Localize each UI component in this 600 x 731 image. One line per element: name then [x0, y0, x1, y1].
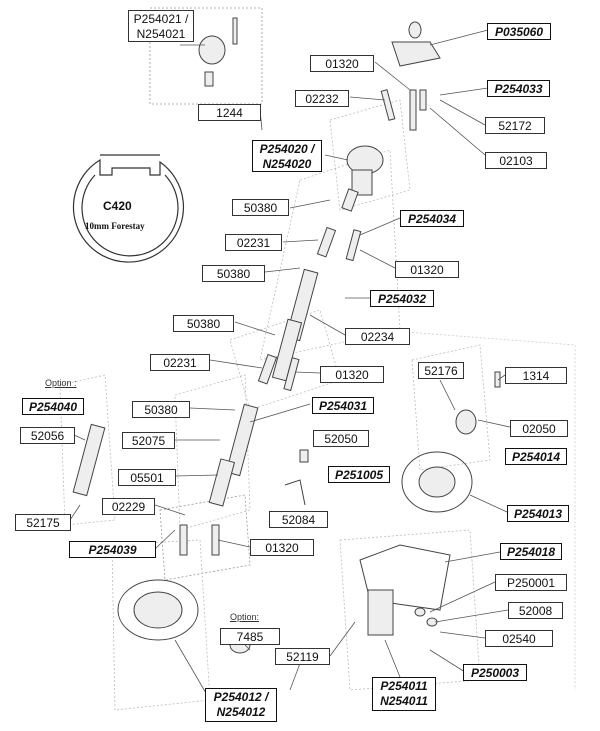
label-02540: 02540: [485, 630, 553, 647]
label-52176: 52176: [418, 362, 464, 379]
label-52119: 52119: [275, 648, 330, 665]
label-p250003: P250003: [463, 664, 527, 681]
label-p254020: P254020 / N254020: [252, 140, 322, 172]
label-p254013: P254013: [507, 505, 569, 522]
label-52056: 52056: [20, 427, 75, 444]
label-52084: 52084: [269, 511, 328, 528]
option-label-bottom: Option:: [230, 612, 260, 622]
label-50380-c: 50380: [173, 315, 234, 332]
c420-title: C420: [103, 199, 132, 213]
label-7485: 7485: [220, 628, 280, 645]
label-p035060: P035060: [487, 23, 551, 40]
label-01320-b: 01320: [395, 261, 459, 278]
label-p254031: P254031: [312, 397, 374, 414]
label-52050: 52050: [313, 430, 369, 447]
label-p254014: P254014: [505, 448, 567, 465]
label-02232: 02232: [295, 90, 349, 107]
label-50380-a: 50380: [232, 199, 289, 216]
label-p254021: P254021 / N254021: [128, 10, 194, 42]
label-p254040: P254040: [22, 398, 84, 415]
label-02234: 02234: [345, 328, 410, 345]
option-label-left: Option :: [45, 378, 77, 388]
label-52008: 52008: [508, 602, 563, 619]
label-p254039: P254039: [69, 541, 156, 558]
label-50380-b: 50380: [202, 265, 265, 282]
c420-profile: [72, 154, 185, 263]
label-02050: 02050: [510, 420, 568, 437]
label-1244: 1244: [198, 104, 261, 121]
label-02231-b: 02231: [150, 354, 210, 371]
label-p254032: P254032: [370, 290, 434, 307]
label-02231-a: 02231: [225, 234, 282, 251]
label-01320-a: 01320: [310, 55, 374, 72]
label-01320-d: 01320: [250, 539, 314, 556]
label-p254012: P254012 / N254012: [205, 688, 277, 722]
label-52172: 52172: [485, 117, 545, 134]
label-50380-d: 50380: [132, 401, 190, 418]
label-p254011: P254011 N254011: [372, 677, 436, 711]
label-52075: 52075: [122, 432, 175, 449]
label-52175: 52175: [15, 514, 71, 531]
label-01320-c: 01320: [320, 366, 384, 383]
label-1314: 1314: [505, 367, 567, 384]
label-p254018: P254018: [500, 543, 562, 560]
label-p251005: P251005: [328, 466, 390, 483]
label-p254033: P254033: [487, 80, 550, 97]
c420-subtitle: 10mm Forestay: [85, 221, 145, 231]
label-p250001: P250001: [495, 574, 567, 591]
label-05501: 05501: [118, 469, 176, 486]
label-02103: 02103: [485, 152, 547, 169]
label-02229: 02229: [102, 498, 155, 515]
label-p254034: P254034: [400, 210, 464, 227]
